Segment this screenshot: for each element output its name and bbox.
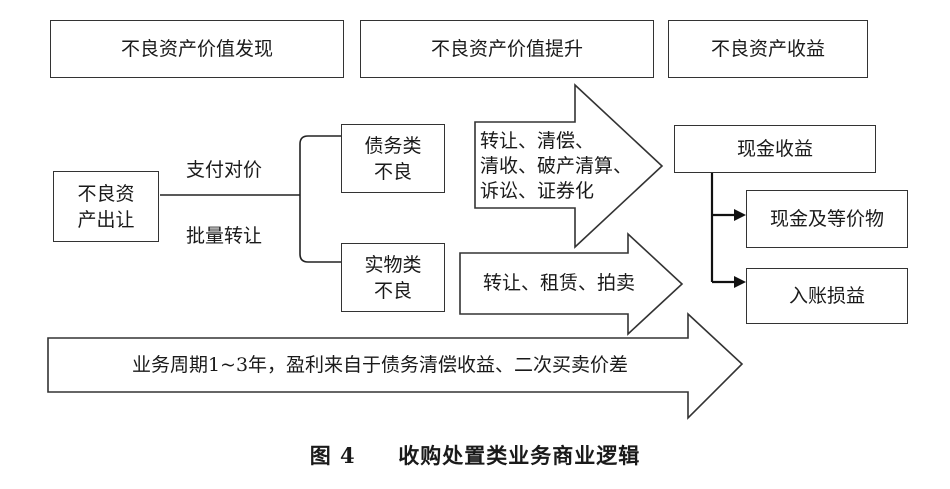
arrow-physical-methods bbox=[459, 232, 684, 336]
header-value-discovery: 不良资产价值发现 bbox=[50, 20, 344, 78]
route-label-pay: 支付对价 bbox=[185, 159, 262, 181]
arrow-debt-methods bbox=[474, 83, 664, 249]
route-label-batch: 批量转让 bbox=[185, 225, 262, 247]
figure-number: 图 4 bbox=[309, 443, 356, 468]
category-physical: 实物类 不良 bbox=[341, 243, 445, 312]
figure-title: 收购处置类业务商业逻辑 bbox=[398, 443, 641, 468]
return-cash-income: 现金收益 bbox=[674, 125, 876, 173]
methods-debt: 转让、清偿、 清收、破产清算、 诉讼、证券化 bbox=[480, 129, 633, 202]
bracket-connector bbox=[299, 135, 341, 263]
return-book-gain: 入账损益 bbox=[746, 268, 908, 324]
figure-caption: 图 4 收购处置类业务商业逻辑 bbox=[0, 440, 950, 470]
header-income: 不良资产收益 bbox=[668, 20, 868, 78]
arrowhead-cash-equivalents bbox=[734, 209, 746, 221]
methods-physical: 转让、租赁、拍卖 bbox=[482, 272, 635, 294]
arrow-business-cycle bbox=[47, 312, 744, 420]
arrowhead-book-gain bbox=[734, 276, 746, 288]
category-debt: 债务类 不良 bbox=[341, 124, 445, 193]
source-box: 不良资 产出让 bbox=[53, 171, 159, 242]
business-cycle-text: 业务周期1~3年，盈利来自于债务清偿收益、二次买卖价差 bbox=[131, 354, 629, 376]
header-value-enhancement: 不良资产价值提升 bbox=[360, 20, 654, 78]
return-cash-equivalents: 现金及等价物 bbox=[746, 190, 908, 248]
